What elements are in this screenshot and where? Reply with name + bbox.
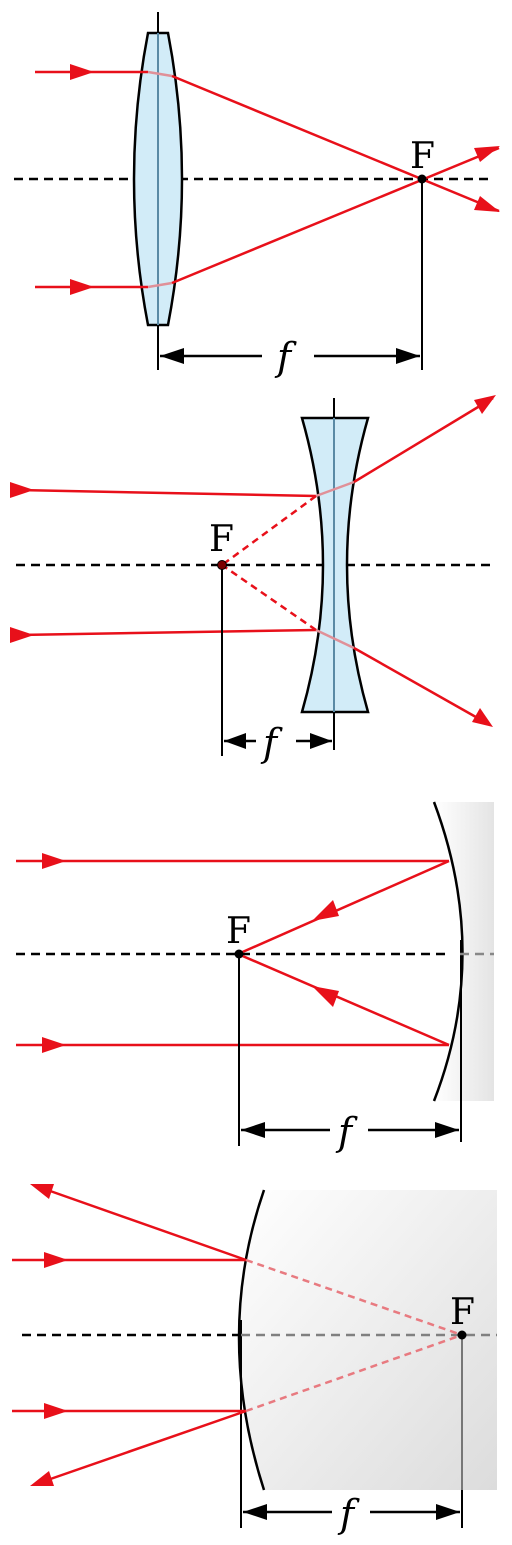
- ray-arrow: [474, 146, 500, 162]
- incoming-ray-bottom: [17, 628, 317, 637]
- focal-point: [234, 949, 244, 959]
- diverging-ray-top: [353, 396, 494, 484]
- ray-in-lens: [315, 628, 355, 650]
- focal-length-label: f: [335, 1110, 358, 1154]
- ray-arrow: [10, 482, 34, 498]
- ray-arrow: [474, 196, 500, 212]
- convex-lens-panel: F f: [14, 12, 500, 379]
- reflected-ray-top: [35, 1184, 247, 1262]
- ray-arrow: [30, 1184, 54, 1199]
- concave-mirror-body: [434, 802, 494, 1101]
- focal-length-label: f: [274, 335, 297, 379]
- ray-arrow: [42, 853, 66, 869]
- ray-in-lens: [315, 480, 355, 498]
- dim-arrow: [224, 733, 246, 749]
- ray-arrow: [474, 395, 496, 414]
- dim-arrow: [241, 1122, 265, 1138]
- refracted-ray-top: [171, 74, 500, 213]
- focal-point-label: F: [450, 1292, 475, 1333]
- diverging-ray-bottom: [353, 646, 491, 727]
- reflected-ray-bottom: [237, 952, 450, 1047]
- incoming-ray-top: [17, 488, 317, 498]
- convex-mirror-body: [239, 1190, 497, 1490]
- ray-arrow: [44, 1403, 68, 1419]
- virtual-ray-extension: [221, 494, 317, 567]
- focal-length-label: f: [337, 1492, 360, 1536]
- focal-point-label: F: [209, 519, 234, 560]
- concave-mirror-panel: F f: [16, 801, 494, 1154]
- convex-mirror-panel: F f: [12, 1184, 497, 1536]
- convex-mirror-surface: [237, 1189, 266, 1491]
- dim-arrow: [396, 348, 420, 364]
- ray-arrow: [42, 1037, 66, 1053]
- virtual-ray-extension: [245, 1258, 463, 1337]
- ray-arrow: [312, 986, 339, 1007]
- reflected-ray-bottom: [35, 1409, 247, 1486]
- focal-point: [217, 560, 227, 570]
- ray-arrow: [30, 1471, 54, 1486]
- ray-in-lens: [147, 70, 173, 78]
- focal-point: [417, 174, 427, 184]
- dim-arrow: [436, 1504, 460, 1520]
- focal-length-label: f: [260, 721, 283, 765]
- dim-arrow: [435, 1122, 459, 1138]
- dim-arrow: [310, 733, 332, 749]
- refracted-ray-bottom: [171, 146, 500, 285]
- dim-arrow: [160, 348, 184, 364]
- concave-lens-panel: F f: [10, 395, 496, 765]
- virtual-ray-extension: [245, 1333, 463, 1413]
- ray-arrow: [70, 279, 94, 295]
- dim-arrow: [243, 1504, 267, 1520]
- ray-arrow: [44, 1252, 68, 1268]
- focal-point-label: F: [410, 136, 435, 177]
- ray-arrow: [70, 64, 94, 80]
- focal-point-label: F: [226, 911, 251, 952]
- focal-point: [457, 1330, 467, 1340]
- ray-in-lens: [147, 281, 173, 289]
- ray-arrow: [472, 708, 493, 727]
- ray-arrow: [312, 900, 339, 921]
- virtual-ray-extension: [221, 563, 317, 632]
- reflected-ray-top: [237, 859, 450, 956]
- ray-arrow: [10, 627, 34, 643]
